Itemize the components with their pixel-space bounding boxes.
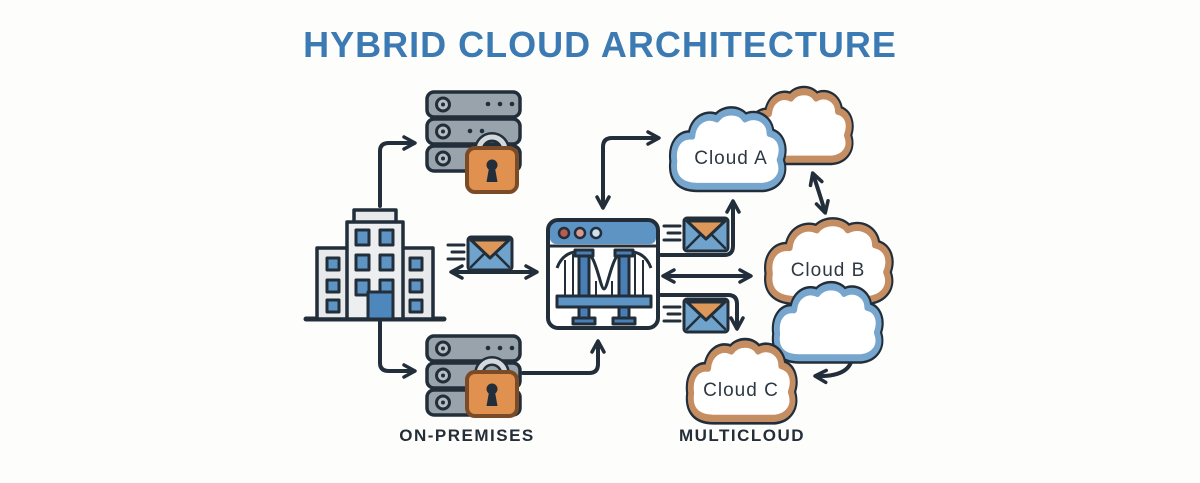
cloud-group: Cloud A Cloud B Cloud C: [668, 85, 894, 425]
cloud-a-label: Cloud A: [694, 148, 768, 169]
on-premises-label: ON-PREMISES: [399, 426, 535, 445]
diagram-title: HYBRID CLOUD ARCHITECTURE: [303, 24, 897, 65]
bridge-browser-icon: [546, 218, 660, 330]
building-windows: [325, 228, 424, 314]
connector-arrows: [378, 130, 854, 385]
cloud-b-label: Cloud B: [791, 260, 866, 281]
padlock-icon: [465, 132, 519, 194]
cloud-b-companion-blue: [771, 280, 884, 364]
browser-header-dots: [557, 226, 603, 240]
arrow-bridge-cloud-a-elbow-bidirectional: [595, 130, 661, 210]
mail-icon-bridge-cloud-a: [662, 216, 730, 253]
bridge-towers: [571, 248, 637, 326]
browser-header-bar: [550, 222, 656, 244]
building-door: [366, 290, 395, 321]
server-leds: [435, 96, 451, 167]
mail-icons: [446, 216, 730, 334]
server-leds: [435, 340, 451, 411]
arrow-bottom-server-to-bridge: [521, 339, 606, 375]
padlock-icon: [465, 356, 519, 418]
cloud-c-shape: [685, 337, 798, 425]
suspension-bridge-icon: [555, 248, 653, 326]
building-icon: [303, 208, 447, 322]
arrow-building-to-top-server: [378, 135, 417, 208]
arrow-bridge-to-cloud-a: [659, 199, 741, 257]
speed-lines-icon: [662, 305, 682, 323]
cloud-b-shape: [764, 217, 894, 306]
arrow-building-to-bottom-server: [378, 320, 417, 379]
cloud-c-label: Cloud C: [703, 380, 779, 401]
mail-icon-bridge-cloud-c: [662, 297, 730, 334]
lock-keyhole: [486, 383, 498, 395]
speed-lines-icon: [446, 243, 466, 261]
server-dots: [467, 101, 515, 134]
mail-icon-building-bridge: [446, 235, 514, 272]
multicloud-label: MULTICLOUD: [678, 426, 806, 445]
arrow-bridge-to-cloud-c: [659, 293, 745, 331]
cloud-a-shape: [668, 106, 787, 193]
server-stack-icon-bottom: [425, 334, 522, 418]
server-stack-icon-top: [425, 90, 522, 194]
bridge-deck: [555, 294, 653, 309]
speed-lines-icon: [662, 224, 682, 242]
lock-keyhole: [486, 159, 498, 171]
arrow-cloud-a-cloud-b-curved-bidirectional: [808, 171, 830, 215]
bridge-suspenders: [564, 254, 644, 296]
